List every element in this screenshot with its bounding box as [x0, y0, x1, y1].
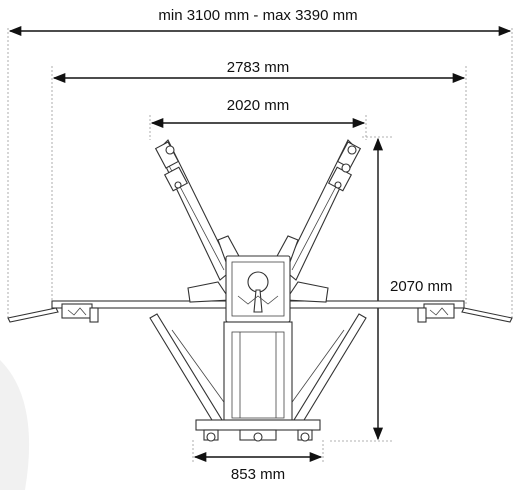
central-column	[223, 255, 293, 427]
base-width-label: 853 mm	[231, 466, 285, 483]
height-label: 2070 mm	[390, 278, 453, 295]
dimension-inner-arm-width: 2020 mm	[149, 97, 367, 140]
machine-drawing	[7, 139, 513, 442]
dimension-base-width: 853 mm	[192, 440, 324, 483]
outer-arm-width-label: 2783 mm	[227, 59, 290, 76]
right-upper-arm	[283, 139, 362, 281]
dimension-height: 2070 mm	[330, 136, 453, 442]
dimension-outer-arm-width: 2783 mm	[51, 59, 467, 305]
overall-width-label: min 3100 mm - max 3390 mm	[158, 7, 357, 24]
machine-base	[195, 419, 321, 442]
background-shade	[0, 360, 30, 490]
dimension-overall-width: min 3100 mm - max 3390 mm	[7, 7, 513, 318]
left-upper-arm	[154, 139, 233, 281]
inner-arm-width-label: 2020 mm	[227, 97, 290, 114]
